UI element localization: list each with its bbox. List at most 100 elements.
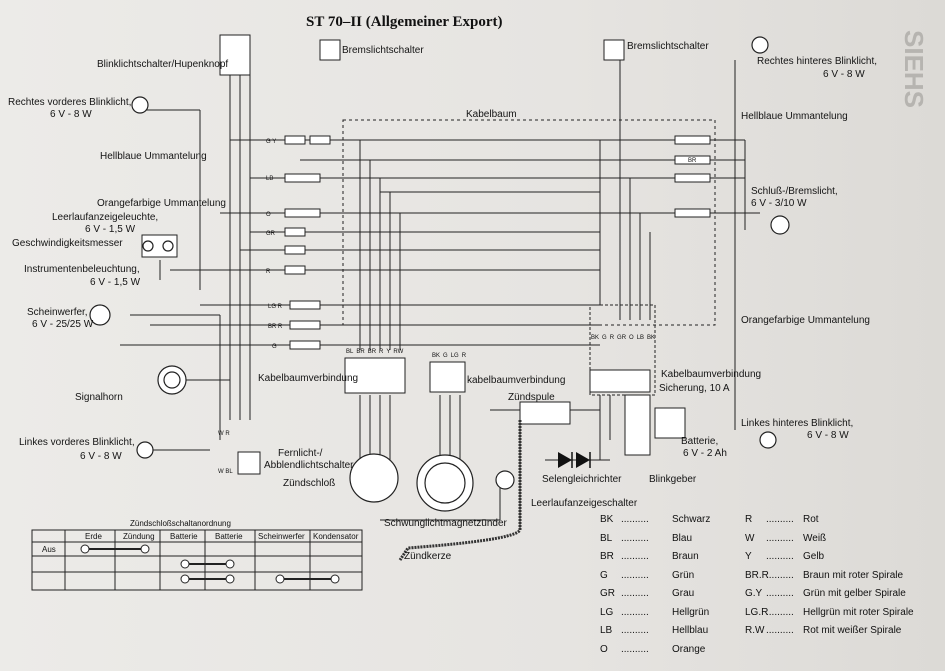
legend-dots: .......... [766, 532, 794, 544]
legend-dots: .......... [766, 625, 794, 636]
label-hellblaue-left: Hellblaue Ummantelung [100, 151, 207, 162]
label-geschwindigkeit: Geschwindigkeitsmesser [12, 238, 123, 249]
label-scheinwerfer: Scheinwerfer, [27, 307, 88, 318]
legend-dots: .......... [621, 588, 649, 599]
legend-name: Hellblau [672, 625, 709, 636]
lamp-scheinwerfer [89, 304, 111, 326]
legend-code: Y [745, 551, 752, 562]
legend-name: Gelb [803, 551, 825, 562]
label-leerlauf-val: 6 V - 1,5 W [85, 224, 136, 235]
lamp-schluss [770, 215, 790, 235]
zuendkerze-lead [398, 420, 522, 561]
legend-code: O [600, 643, 608, 655]
label-orangefarbige-left: Orangefarbige Ummantelung [97, 198, 226, 209]
legend-name: Orange [672, 643, 706, 655]
wire-tag-br: BR [688, 158, 697, 164]
wire-tag-wr: W R [218, 431, 230, 437]
legend-name: Braun [672, 551, 699, 562]
legend-code: LB [600, 625, 613, 636]
selengleichrichter-diodes [558, 452, 590, 468]
conn-right-tag: GR [617, 335, 627, 341]
fernlicht-switch-block [237, 451, 261, 475]
legend-name: Rot mit weißer Spirale [803, 625, 902, 636]
conn-mid-tag: R [461, 353, 467, 359]
zuendschloss-circle [349, 453, 399, 503]
label-schwunglicht: Schwunglichtmagnetzünder [384, 518, 507, 529]
conn-mid-tags: BK G LG R [432, 353, 466, 359]
conn-mid-tag: LG [450, 353, 459, 359]
legend-code: G.Y [745, 588, 763, 599]
label-orangefarbige-right: Orangefarbige Ummantelung [741, 315, 870, 326]
conn-left-tags: BL BR BR R Y RW [346, 349, 403, 355]
conn-right-tag: O [629, 335, 634, 341]
legend-dots: .......... [621, 551, 649, 562]
label-linkes-vorderes-val: 6 V - 8 W [80, 451, 122, 462]
switch-table-col: Zündung [123, 532, 155, 541]
blinklichtschalter-block [219, 34, 251, 76]
legend-code: BR.R [745, 569, 769, 581]
wire-tag-g: G [272, 344, 277, 350]
legend-name: Hellgrün mit roter Spirale [803, 606, 914, 618]
legend-name: Grau [672, 588, 695, 599]
connector-plug [284, 245, 306, 255]
lamp-instrument [162, 240, 174, 252]
connector-plug [284, 208, 321, 218]
connector-plug [284, 265, 306, 275]
conn-left-tag: BR [356, 349, 365, 355]
label-instrument: Instrumentenbeleuchtung, [24, 264, 140, 275]
label-scheinwerfer-val: 6 V - 25/25 W [32, 319, 94, 330]
label-leerlauf: Leerlaufanzeigeleuchte, [52, 212, 159, 223]
switch-table-col: Scheinwerfer [258, 532, 305, 541]
legend-name: Braun mit roter Spirale [803, 569, 904, 581]
connector-plug [289, 340, 321, 350]
legend-name: Grün [672, 569, 695, 581]
legend-name: Hellgrün [672, 606, 710, 618]
label-rechtes-hinteres-val: 6 V - 8 W [823, 69, 865, 80]
legend-code: GR [600, 588, 615, 599]
legend-dots: .......... [621, 532, 649, 544]
label-schluss: Schluß-/Bremslicht, [751, 186, 838, 197]
legend-dots: .......... [766, 569, 794, 581]
label-fernlicht: Fernlicht-/ [278, 448, 323, 459]
legend-code: W [745, 532, 755, 544]
connector-plug [284, 227, 306, 237]
legend-code: LG [600, 606, 614, 618]
switch-table-row-label: Aus [42, 545, 56, 554]
label-instrument-val: 6 V - 1,5 W [90, 277, 141, 288]
legend-dots: .......... [766, 551, 794, 562]
legend-dots: .......... [766, 514, 794, 525]
watermark-text: SIEHS [899, 30, 929, 108]
wire-tag-gr: GR [266, 231, 275, 237]
bremslicht-left-block [319, 39, 341, 61]
conn-left-tag: Y [386, 349, 391, 355]
legend-code: LG.R [745, 606, 769, 618]
conn-mid-tag: G [443, 353, 448, 359]
legend-code: R.W [745, 625, 765, 636]
wire-tag-lgr: LG R [268, 304, 283, 310]
legend-name: Weiß [803, 532, 827, 544]
conn-right-tag: LB [636, 335, 645, 341]
legend-code: BR [600, 551, 614, 562]
wire-tag-r: R [266, 269, 271, 275]
legend-dots: .......... [621, 606, 649, 618]
label-linkes-hinteres-val: 6 V - 8 W [807, 430, 849, 441]
harness-outline [342, 119, 716, 326]
batterie-block [654, 407, 686, 439]
label-rechtes-vorderes-val: 6 V - 8 W [50, 109, 92, 120]
label-linkes-hinteres: Linkes hinteres Blinklicht, [741, 418, 854, 429]
legend-dots: .......... [766, 606, 794, 618]
switch-table-title: Zündschloßschaltanordnung [130, 519, 231, 528]
wire-tag-o: O [266, 212, 271, 218]
connector-plug [674, 135, 711, 145]
legend-name: Rot [803, 514, 819, 525]
connector-plug [284, 135, 306, 145]
legend-dots: .......... [766, 588, 794, 599]
legend-dots: .......... [621, 643, 649, 655]
conn-left-tag: RW [393, 349, 404, 355]
label-kabelbaumverbindung-left: Kabelbaumverbindung [258, 373, 359, 384]
lamp-rechtes-hinteres [751, 36, 769, 54]
label-zuendkerze: Zündkerze [404, 551, 452, 562]
lamp-rechtes-vorderes [131, 96, 149, 114]
